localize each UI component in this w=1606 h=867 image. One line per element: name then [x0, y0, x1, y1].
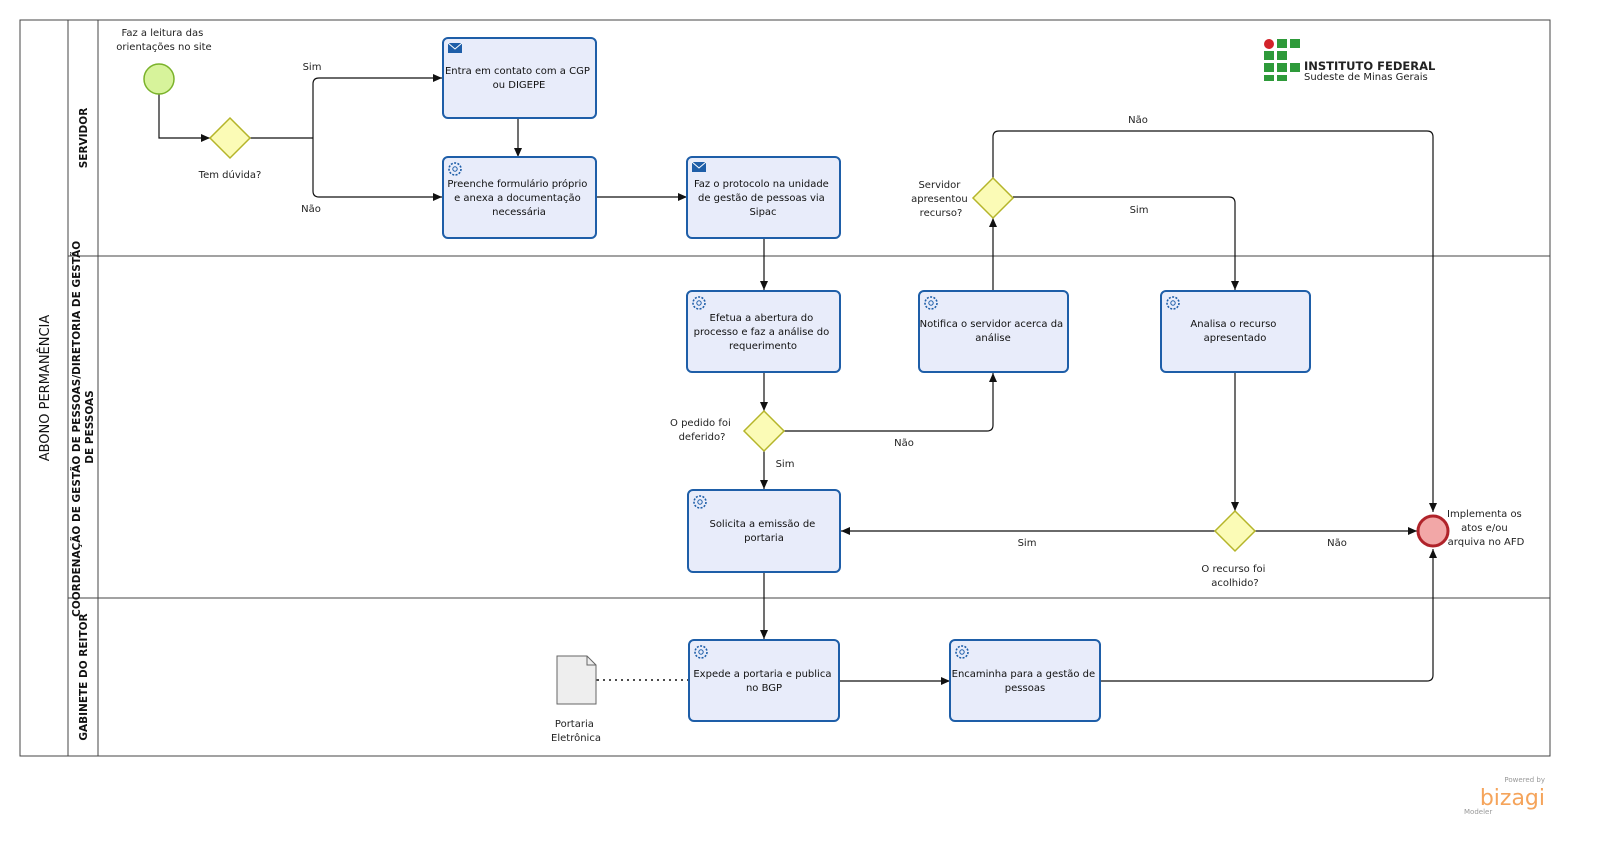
- data-object-portaria[interactable]: Portaria Eletrônica: [551, 655, 601, 744]
- task-abertura[interactable]: Efetua a abertura do processo e faz a an…: [686, 290, 841, 373]
- flow-labels: Sim Não Não Sim Sim Não Sim Não: [301, 62, 1347, 549]
- task-notifica[interactable]: Notifica o servidor acerca da análise: [918, 290, 1069, 373]
- flow-label-sim: Sim: [1018, 538, 1037, 549]
- task-analisa[interactable]: Analisa o recurso apresentado: [1160, 290, 1311, 373]
- gateway-label: Tem dúvida?: [198, 169, 262, 181]
- logo-red-dot: [1264, 39, 1274, 49]
- gateway-acolhido[interactable]: O recurso foi acolhido?: [1201, 509, 1268, 589]
- lane-title-gabinete: GABINETE DO REITOR: [78, 613, 90, 740]
- gear-icon: [692, 296, 706, 310]
- flow-encaminha-to-end: [1100, 549, 1437, 682]
- flow-recurso-sim: [1013, 196, 1239, 290]
- task-expede[interactable]: Expede a portaria e publica no BGP: [688, 639, 840, 722]
- start-event-label: Faz a leitura das orientações no site: [116, 28, 211, 53]
- flow-label-nao: Não: [894, 438, 914, 449]
- lane-title-coordenacao-line2: DE PESSOAS: [84, 390, 96, 463]
- watermark-product: Modeler: [1464, 808, 1492, 816]
- end-event[interactable]: Implementa os atos e/ou arquiva no AFD: [1416, 509, 1525, 548]
- flow-label-sim: Sim: [1130, 205, 1149, 216]
- flow-label-nao: Não: [301, 204, 321, 215]
- flow-label-sim: Sim: [303, 62, 322, 73]
- flow-duvida-sim: [312, 74, 442, 138]
- sequence-flows: [158, 74, 1437, 685]
- gear-icon: [955, 645, 969, 659]
- task-label: Faz o protocolo na unidade de gestão de …: [694, 179, 832, 218]
- logo-subtitle: Sudeste de Minas Gerais: [1304, 72, 1428, 83]
- lane-title-coordenacao: COORDENAÇÃO DE GESTÃO DE PESSOAS/DIRETOR…: [70, 237, 96, 617]
- task-label: Analisa o recurso apresentado: [1190, 319, 1279, 344]
- flow-recurso-nao: [992, 130, 1437, 512]
- task-protocolo[interactable]: Faz o protocolo na unidade de gestão de …: [686, 156, 841, 239]
- task-label: Expede a portaria e publica no BGP: [693, 669, 834, 694]
- task-label: Efetua a abertura do processo e faz a an…: [694, 313, 833, 352]
- logo-name: INSTITUTO FEDERAL: [1304, 59, 1436, 73]
- task-solicita[interactable]: Solicita a emissão de portaria: [687, 489, 841, 573]
- task-label: Solicita a emissão de portaria: [709, 519, 818, 544]
- pool: ABONO PERMANÊNCIA SERVIDOR COORDENAÇÃO D…: [19, 19, 1551, 757]
- gateway-label: Servidor apresentou recurso?: [911, 180, 971, 219]
- envelope-icon: [447, 42, 463, 53]
- gear-icon: [1166, 296, 1180, 310]
- task-label: Notifica o servidor acerca da análise: [920, 319, 1067, 344]
- pool-title: ABONO PERMANÊNCIA: [37, 315, 53, 462]
- gateway-recurso-apresentado[interactable]: Servidor apresentou recurso?: [911, 176, 1015, 220]
- gateway-label: O recurso foi acolhido?: [1201, 564, 1268, 589]
- end-event-label: Implementa os atos e/ou arquiva no AFD: [1447, 509, 1525, 548]
- data-object-label: Portaria Eletrônica: [551, 719, 601, 744]
- task-label: Preenche formulário próprio e anexa a do…: [447, 178, 590, 218]
- task-contato[interactable]: Entra em contato com a CGP ou DIGEPE: [442, 37, 597, 119]
- envelope-icon: [691, 161, 707, 172]
- gateway-deferido[interactable]: O pedido foi deferido?: [670, 409, 786, 453]
- gear-icon: [693, 495, 707, 509]
- flow-duvida-nao: [312, 138, 442, 201]
- start-event[interactable]: Faz a leitura das orientações no site: [116, 28, 212, 95]
- gateway-tem-duvida[interactable]: Tem dúvida?: [198, 116, 262, 181]
- gateway-label: O pedido foi deferido?: [670, 418, 734, 443]
- gear-icon: [694, 645, 708, 659]
- task-label: Entra em contato com a CGP ou DIGEPE: [445, 66, 593, 91]
- gear-icon: [924, 296, 938, 310]
- watermark-brand: bizagi: [1480, 786, 1545, 811]
- flow-label-nao: Não: [1327, 538, 1347, 549]
- lane-title-servidor: SERVIDOR: [78, 108, 90, 169]
- lane-title-coordenacao-line1: COORDENAÇÃO DE GESTÃO DE PESSOAS/DIRETOR…: [70, 241, 83, 617]
- bizagi-watermark: Powered by bizagi Modeler: [1464, 776, 1545, 816]
- watermark-powered: Powered by: [1504, 776, 1545, 784]
- institution-logo: INSTITUTO FEDERAL Sudeste de Minas Gerai…: [1264, 39, 1436, 83]
- task-label: Encaminha para a gestão de pessoas: [952, 669, 1099, 694]
- flow-deferido-nao: [784, 373, 997, 432]
- flow-label-nao: Não: [1128, 115, 1148, 126]
- flow-start-to-duvida: [158, 94, 210, 142]
- task-formulario[interactable]: Preenche formulário próprio e anexa a do…: [442, 156, 597, 239]
- flow-label-sim: Sim: [776, 459, 795, 470]
- task-encaminha[interactable]: Encaminha para a gestão de pessoas: [949, 639, 1101, 722]
- gear-icon: [448, 162, 462, 176]
